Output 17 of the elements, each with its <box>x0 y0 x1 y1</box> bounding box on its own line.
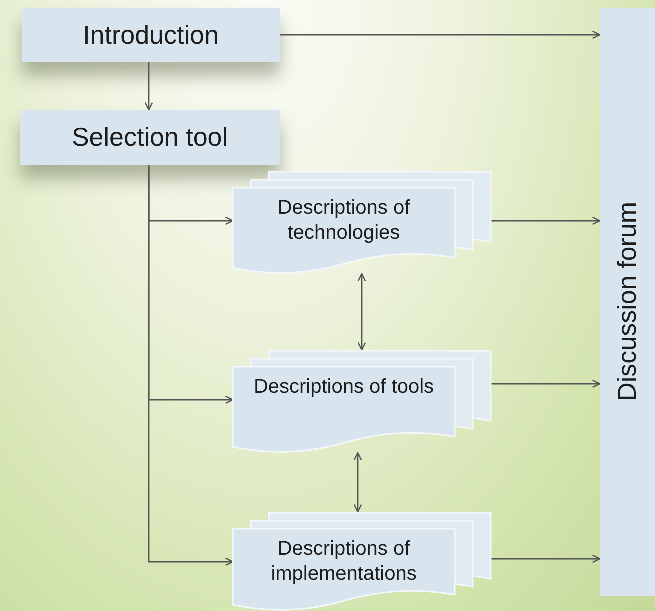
document-label: Descriptions of implementations <box>270 537 418 587</box>
process-box <box>20 110 280 165</box>
arrow <box>354 452 362 513</box>
arrow <box>491 380 601 388</box>
document-label: Descriptions of technologies <box>276 196 412 246</box>
arrow <box>148 165 234 566</box>
document-label: Descriptions of tools <box>252 375 436 400</box>
bar-label: Discussion forum <box>612 202 643 402</box>
forum-bar <box>600 8 655 596</box>
arrow <box>491 216 601 226</box>
arrow <box>491 554 601 564</box>
box-label: Introduction <box>83 20 219 50</box>
arrow <box>280 30 601 40</box>
process-box <box>22 8 280 62</box>
box-label: Selection tool <box>72 122 228 153</box>
arrow <box>144 62 154 111</box>
arrow <box>358 273 366 351</box>
